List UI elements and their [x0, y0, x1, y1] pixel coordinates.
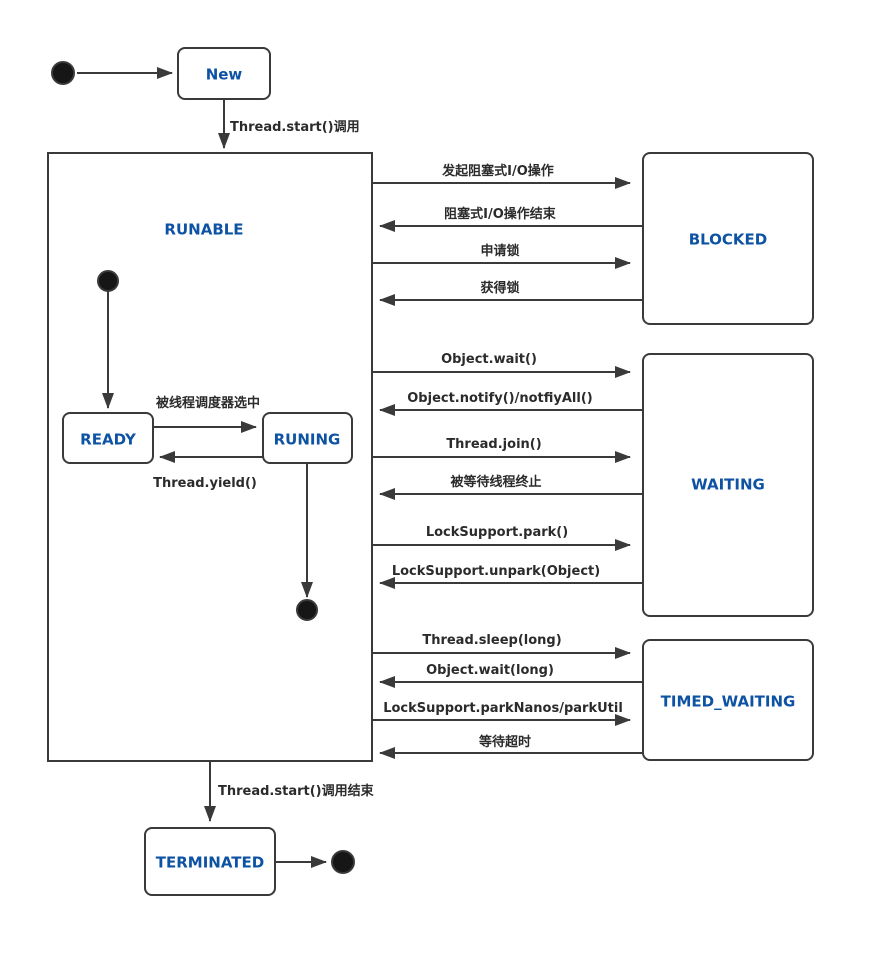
state-terminated-label: TERMINATED [156, 854, 264, 872]
edge-label-waiting-to-runnable-notify: Object.notify()/notfiyAll() [407, 391, 592, 406]
state-new-label: New [206, 66, 243, 84]
state-runing-label: RUNING [274, 431, 341, 449]
state-waiting-label: WAITING [691, 476, 765, 494]
inner-final-state-icon [296, 599, 318, 621]
state-ready-label: READY [80, 431, 137, 449]
state-blocked-label: BLOCKED [689, 231, 768, 249]
state-timed-waiting-box [642, 639, 814, 761]
edge-label-runing-to-ready: Thread.yield() [153, 476, 257, 491]
state-blocked-box [642, 152, 814, 325]
edge-label-waiting-to-runnable-terminated: 被等待线程终止 [449, 474, 541, 490]
edge-label-runnable-to-waiting-wait: Object.wait() [441, 352, 537, 367]
edge-label-blocked-to-runnable-io: 阻塞式I/O操作结束 [444, 206, 557, 222]
final-state-icon [331, 850, 355, 874]
edge-label-timed-to-runnable-wait: Object.wait(long) [426, 663, 554, 678]
edge-label-blocked-to-runnable-lock: 获得锁 [480, 280, 519, 296]
edge-label-timed-to-runnable-timeout: 等待超时 [478, 734, 531, 750]
edge-label-runnable-to-blocked-lock: 申请锁 [480, 243, 519, 259]
edge-label-runnable-to-waiting-join: Thread.join() [446, 437, 541, 452]
edge-label-runnable-to-waiting-park: LockSupport.park() [426, 525, 568, 540]
state-runnable-label: RUNABLE [164, 221, 243, 239]
edge-label-runnable-to-blocked-io: 发起阻塞式I/O操作 [441, 163, 554, 179]
edge-label-runnable-to-timed-sleep: Thread.sleep(long) [422, 633, 561, 648]
edge-label-runnable-to-terminated: Thread.start()调用结束 [218, 783, 375, 799]
edge-label-waiting-to-runnable-unpark: LockSupport.unpark(Object) [392, 564, 600, 579]
edge-label-new-to-runnable: Thread.start()调用 [230, 120, 360, 135]
inner-initial-state-icon [97, 270, 119, 292]
state-timed-waiting-label: TIMED_WAITING [661, 693, 796, 711]
edge-label-ready-to-runing: 被线程调度器选中 [155, 395, 260, 411]
state-waiting-box [642, 353, 814, 617]
edge-label-runnable-to-timed-parknanos: LockSupport.parkNanos/parkUtil [383, 701, 623, 716]
initial-state-icon [51, 61, 75, 85]
state-ready-box [62, 412, 154, 464]
